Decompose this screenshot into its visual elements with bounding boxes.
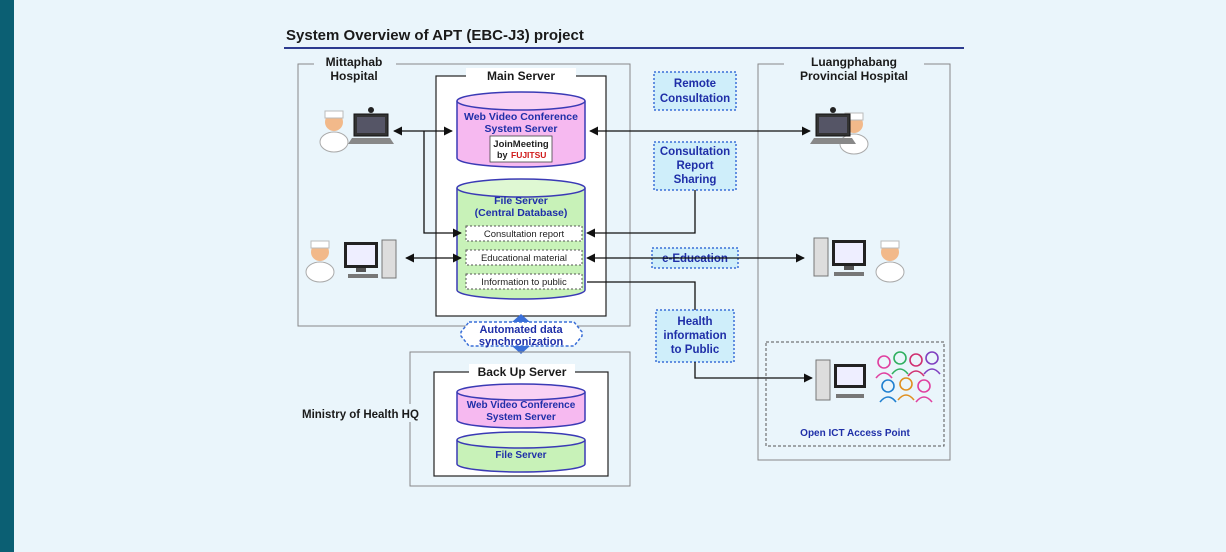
- fujitsu-logo: FUJITSU: [511, 150, 546, 160]
- backup-file-server-label: File Server: [495, 450, 546, 461]
- consultation-report-sharing-box: Consultation Report Sharing: [653, 141, 737, 191]
- access-point-pc-icon: [815, 359, 866, 401]
- joinmeeting-logo-box: [489, 135, 553, 163]
- sync-label-2: synchronization: [479, 336, 564, 348]
- mittaphab-label-1: Mittaphab: [326, 55, 383, 69]
- luangphabang-label-2: Provincial Hospital: [800, 69, 908, 83]
- laptop-icon-luang: [810, 107, 856, 144]
- public-people-icon: [875, 351, 941, 403]
- desktop-pc-icon-mittaphab: [344, 239, 397, 279]
- link-info-public: [587, 281, 696, 310]
- laptop-icon-mittaphab: [348, 107, 394, 144]
- backup-web-video-server: Web Video Conference System Server: [456, 383, 586, 429]
- remote-label-2: Consultation: [660, 93, 730, 105]
- health-information-box: Health information to Public: [655, 309, 735, 363]
- report-label-1: Consultation: [660, 146, 730, 158]
- main-server-title: Main Server: [487, 69, 555, 83]
- link-mittaphab-report: [423, 131, 462, 238]
- health-label-1: Health: [677, 316, 712, 328]
- link-report-sharing: [586, 190, 696, 238]
- access-point-label: Open ICT Access Point: [800, 428, 910, 439]
- doctor-icon-luang-bottom: [875, 240, 905, 283]
- page-title: System Overview of APT (EBC-J3) project: [286, 27, 584, 44]
- health-label-3: to Public: [671, 344, 720, 356]
- file-server-label-1: File Server: [494, 195, 548, 207]
- report-label-2: Report: [676, 160, 713, 172]
- mittaphab-hospital-box: [297, 63, 631, 327]
- joinmeeting-label: JoinMeeting: [493, 139, 549, 150]
- ministry-label: Ministry of Health HQ: [302, 409, 419, 421]
- desktop-pc-icon-luang: [813, 237, 866, 277]
- web-video-label-2: System Server: [485, 123, 558, 135]
- diagram-page: System Overview of APT (EBC-J3) project …: [14, 0, 1226, 552]
- educational-material-label: Educational material: [481, 253, 567, 264]
- e-education-label: e-Education: [662, 253, 728, 265]
- consultation-report-label: Consultation report: [484, 229, 565, 240]
- backup-server-title: Back Up Server: [478, 365, 567, 379]
- mittaphab-label-2: Hospital: [330, 69, 377, 83]
- luangphabang-label-1: Luangphabang: [811, 55, 897, 69]
- remote-consultation-box: Remote Consultation: [653, 71, 737, 111]
- system-diagram: System Overview of APT (EBC-J3) project …: [284, 27, 964, 487]
- file-server-label-2: (Central Database): [475, 207, 568, 219]
- web-video-label-1: Web Video Conference: [464, 111, 578, 123]
- doctor-icon-mittaphab-bottom: [305, 240, 335, 283]
- connection-lines: [393, 126, 813, 383]
- sync-label-1: Automated data: [479, 324, 563, 336]
- backup-file-server: File Server: [456, 431, 586, 473]
- information-to-public-row: [465, 273, 583, 290]
- remote-label-1: Remote: [674, 78, 716, 90]
- automated-sync-arrow: Automated data synchronization: [460, 314, 583, 354]
- consultation-report-row: [465, 225, 583, 242]
- backup-web-video-label-2: System Server: [486, 412, 556, 423]
- web-video-conference-server: Web Video Conference System Server JoinM…: [456, 91, 586, 168]
- information-to-public-label: Information to public: [481, 277, 567, 288]
- report-label-3: Sharing: [674, 174, 717, 186]
- central-file-server: File Server (Central Database) Consultat…: [456, 178, 586, 300]
- link-health-access-point: [694, 362, 813, 383]
- educational-material-row: [465, 249, 583, 266]
- doctor-icon-mittaphab-top: [319, 110, 349, 153]
- open-ict-access-point-box: [765, 341, 945, 447]
- backup-web-video-label-1: Web Video Conference: [467, 400, 576, 411]
- by-label: by: [497, 150, 508, 160]
- health-label-2: information: [663, 330, 726, 342]
